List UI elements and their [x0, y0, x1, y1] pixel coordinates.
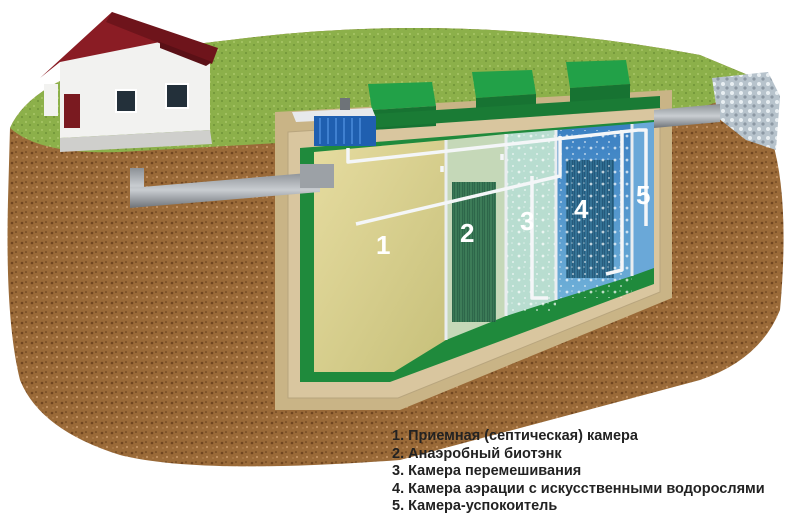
chamber-label-1: 1	[376, 230, 390, 260]
chamber-label-5: 5	[636, 180, 650, 210]
chamber-label-3: 3	[520, 206, 534, 236]
legend: 1. Приемная (септическая) камера 2. Анаэ…	[392, 428, 796, 516]
chamber-2-bio-media	[452, 182, 496, 322]
chamber-label-2: 2	[460, 218, 474, 248]
legend-item-3: 3. Камера перемешивания	[392, 463, 582, 479]
legend-item-5: 5. Камера-успокоитель	[392, 498, 558, 514]
legend-item-2: 2. Анаэробный биотэнк	[392, 445, 562, 462]
chamber-label-4: 4	[574, 194, 589, 224]
drainage-gravel-icon	[712, 72, 780, 150]
tank-hatches	[340, 60, 660, 130]
legend-item-1: 1. Приемная (септическая) камера	[392, 428, 638, 444]
house-icon	[40, 12, 218, 152]
compressor-box	[292, 98, 376, 146]
outlet-pipe	[654, 104, 720, 128]
chamber-5	[632, 122, 654, 276]
inlet-pipe	[130, 164, 334, 208]
chamber-1	[314, 140, 446, 372]
legend-item-4: 4. Камера аэрации с искусственными водор…	[392, 480, 765, 497]
aeration-pipes	[346, 128, 648, 300]
